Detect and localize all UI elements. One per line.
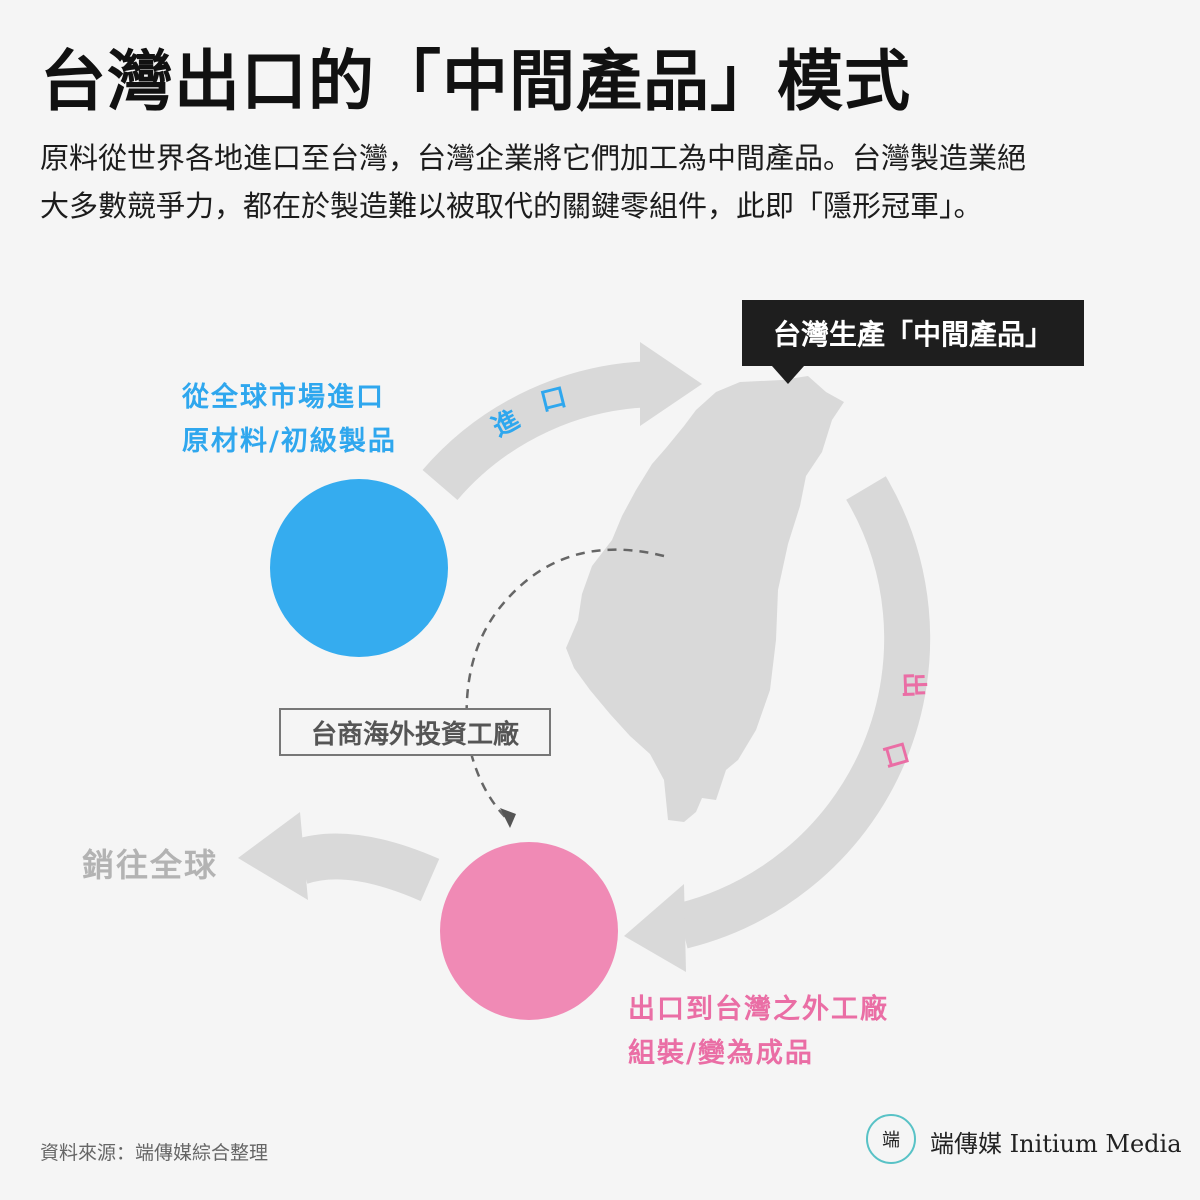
import-arrow-head — [640, 342, 702, 426]
brand-name: 端傳媒 Initium Media — [930, 1130, 1182, 1158]
page-title: 台灣出口的「中間產品」模式 — [40, 43, 911, 120]
subtitle-line-1: 原料從世界各地進口至台灣，台灣企業將它們加工為中間產品。台灣製造業絕 — [40, 141, 1027, 175]
overseas-investment-label: 台商海外投資工廠 — [279, 708, 551, 756]
assembly-label: 出口到台灣之外工廠 組裝/變為成品 — [628, 988, 889, 1076]
investment-dashed-path — [465, 548, 665, 821]
investment-arrow-head — [500, 808, 516, 828]
initium-logo-icon: 端 — [866, 1114, 916, 1164]
import-source-line-1: 從全球市場進口 — [182, 382, 385, 413]
import-arrow-band — [422, 361, 661, 501]
page-subtitle: 原料從世界各地進口至台灣，台灣企業將它們加工為中間產品。台灣製造業絕 大多數競爭… — [40, 134, 1170, 230]
assembly-circle — [440, 842, 618, 1020]
import-source-label: 從全球市場進口 原材料/初級製品 — [182, 376, 397, 464]
taiwan-map-shape — [566, 376, 844, 822]
sales-arrow-band — [292, 833, 440, 902]
assembly-line-1: 出口到台灣之外工廠 — [628, 994, 889, 1025]
assembly-line-2: 組裝/變為成品 — [628, 1038, 814, 1069]
subtitle-line-2: 大多數競爭力，都在於製造難以被取代的關鍵零組件，此即「隱形冠軍」。 — [40, 189, 983, 223]
import-source-circle — [270, 479, 448, 657]
source-note: 資料來源：端傳媒綜合整理 — [40, 1142, 269, 1164]
callout-pointer — [772, 366, 804, 384]
sales-arrow-head — [238, 812, 308, 900]
taiwan-production-callout: 台灣生產「中間產品」 — [742, 300, 1084, 366]
global-sales-label: 銷往全球 — [82, 846, 219, 884]
import-source-line-2: 原材料/初級製品 — [182, 426, 397, 457]
logo-glyph: 端 — [882, 1130, 900, 1151]
export-arrow-band — [676, 476, 931, 949]
export-arrow-head — [624, 884, 686, 972]
export-arrow-char-1: 出 — [898, 672, 929, 699]
